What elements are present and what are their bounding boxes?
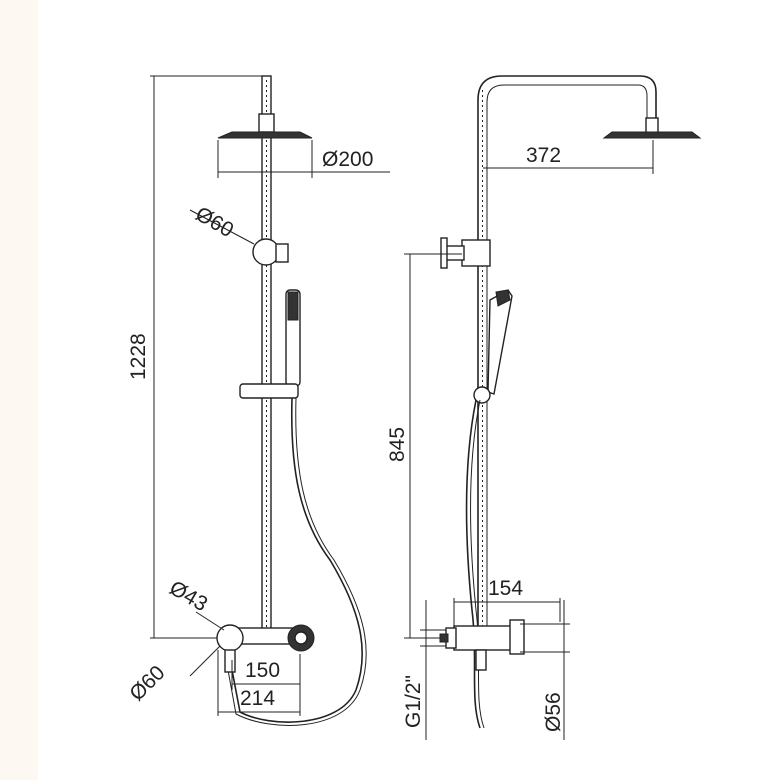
valve-diameter-label: Ø60 bbox=[125, 661, 169, 705]
front-shower-head bbox=[217, 131, 313, 139]
front-slider-holder bbox=[239, 383, 299, 399]
front-hand-shower-head bbox=[287, 291, 299, 321]
bar-height-label: 845 bbox=[386, 427, 409, 462]
side-hand-shower-head bbox=[495, 289, 511, 307]
handle-diameter-label: Ø43 bbox=[166, 576, 212, 616]
head-diameter-label: Ø200 bbox=[322, 148, 373, 171]
mixer-projection-label: 154 bbox=[488, 577, 523, 600]
side-mixer-outlet bbox=[475, 649, 487, 671]
front-diverter-knob bbox=[275, 243, 289, 263]
front-hose-inner bbox=[227, 397, 367, 726]
front-head-connector bbox=[258, 113, 275, 133]
side-mixer-body bbox=[453, 625, 517, 651]
front-mixer-left-handle bbox=[216, 624, 244, 652]
inlet-thread-label: G1/2" bbox=[402, 675, 425, 728]
side-shower-head bbox=[602, 131, 702, 139]
side-slider-holder bbox=[473, 386, 491, 404]
front-mixer-outlet bbox=[224, 649, 236, 673]
side-hose bbox=[465, 399, 481, 729]
front-diverter bbox=[252, 238, 280, 266]
side-view: 372 845 bbox=[386, 75, 702, 740]
arm-reach-label: 372 bbox=[526, 144, 561, 167]
side-inlet-thread bbox=[439, 633, 449, 643]
side-riser-arm-inner bbox=[486, 84, 648, 638]
side-hand-shower bbox=[487, 289, 513, 395]
side-mixer-handle bbox=[509, 619, 525, 655]
side-diverter-knob bbox=[440, 237, 448, 269]
diverter-leader bbox=[189, 209, 255, 245]
side-riser-arm-outer bbox=[477, 75, 657, 638]
margin-strip bbox=[0, 0, 38, 780]
diverter-diameter-label: Ø60 bbox=[192, 202, 238, 242]
height-total-label: 1228 bbox=[127, 333, 150, 380]
side-diverter-body bbox=[461, 239, 491, 267]
front-hose bbox=[231, 397, 363, 723]
mixer-width-label: 214 bbox=[240, 687, 275, 710]
side-hose-inner bbox=[470, 399, 485, 729]
inlet-spacing-label: 150 bbox=[245, 659, 280, 682]
front-view: Ø200 Ø60 1228 bbox=[125, 75, 390, 726]
front-mixer-right-cap bbox=[294, 631, 308, 645]
side-diverter-stem bbox=[445, 245, 465, 261]
body-diameter-label: Ø56 bbox=[542, 692, 565, 732]
